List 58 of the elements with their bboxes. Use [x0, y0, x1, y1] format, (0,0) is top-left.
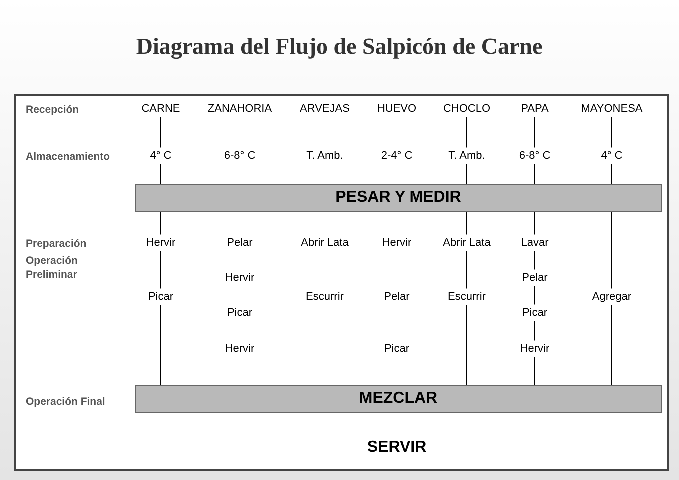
- connector-line: [160, 116, 162, 148]
- step-text: Hervir: [380, 234, 414, 252]
- title: Diagrama del Flujo de Salpicón de Carne: [135, 33, 544, 62]
- row-label: Preparación: [26, 237, 88, 251]
- step-text: 4° C: [148, 148, 174, 164]
- step-text: Hervir: [518, 340, 552, 358]
- step-text: Abrir Lata: [299, 234, 351, 252]
- step-text: ZANAHORIA: [206, 100, 274, 118]
- connector-line: [160, 250, 162, 290]
- row-label: Operación Final: [26, 395, 106, 409]
- step-text: Pelar: [520, 270, 550, 286]
- step-text: Picar: [382, 340, 412, 358]
- connector-line: [534, 212, 536, 236]
- connector-line: [466, 116, 468, 148]
- step-text: Agregar: [590, 288, 634, 306]
- connector-line: [466, 212, 468, 236]
- connector-line: [534, 250, 536, 270]
- step-text: HUEVO: [375, 100, 419, 118]
- step-text: Picar: [520, 304, 550, 322]
- step-text: 6-8° C: [517, 148, 553, 164]
- step-text: T. Amb.: [304, 148, 346, 164]
- row-label: Recepción: [26, 103, 80, 117]
- step-text: MAYONESA: [579, 100, 645, 118]
- step-text: Picar: [146, 288, 176, 306]
- connector-line: [466, 304, 468, 386]
- step-text: CARNE: [140, 100, 182, 118]
- process-bar: PESAR Y MEDIR: [135, 184, 662, 212]
- connector-line: [466, 164, 468, 184]
- step-text: PAPA: [519, 100, 551, 118]
- process-bar: MEZCLAR: [135, 385, 662, 413]
- step-text: Hervir: [223, 270, 257, 286]
- connector-line: [160, 212, 162, 236]
- connector-line: [534, 356, 536, 386]
- connector-line: [534, 164, 536, 184]
- connector-line: [466, 250, 468, 290]
- step-text: 2-4° C: [379, 148, 415, 164]
- step-text: T. Amb.: [446, 148, 488, 164]
- connector-line: [160, 304, 162, 386]
- connector-line: [534, 116, 536, 148]
- step-text: Abrir Lata: [441, 234, 493, 252]
- step-text: Pelar: [382, 288, 412, 306]
- connector-line: [534, 286, 536, 306]
- row-label: Operación Preliminar: [26, 254, 79, 282]
- step-text: Hervir: [144, 234, 178, 252]
- step-text: Pelar: [225, 234, 255, 252]
- row-label: Almacenamiento: [26, 150, 112, 164]
- step-text: Escurrir: [304, 288, 346, 306]
- connector-line: [534, 320, 536, 342]
- step-text: CHOCLO: [441, 100, 493, 118]
- step-text: 4° C: [599, 148, 625, 164]
- step-text: Escurrir: [446, 288, 488, 306]
- step-text: Hervir: [223, 340, 257, 358]
- final-step-text: SERVIR: [365, 436, 429, 460]
- step-text: Lavar: [519, 234, 551, 252]
- step-text: Picar: [225, 304, 255, 322]
- step-text: ARVEJAS: [298, 100, 352, 118]
- connector-line: [160, 164, 162, 184]
- step-text: 6-8° C: [222, 148, 258, 164]
